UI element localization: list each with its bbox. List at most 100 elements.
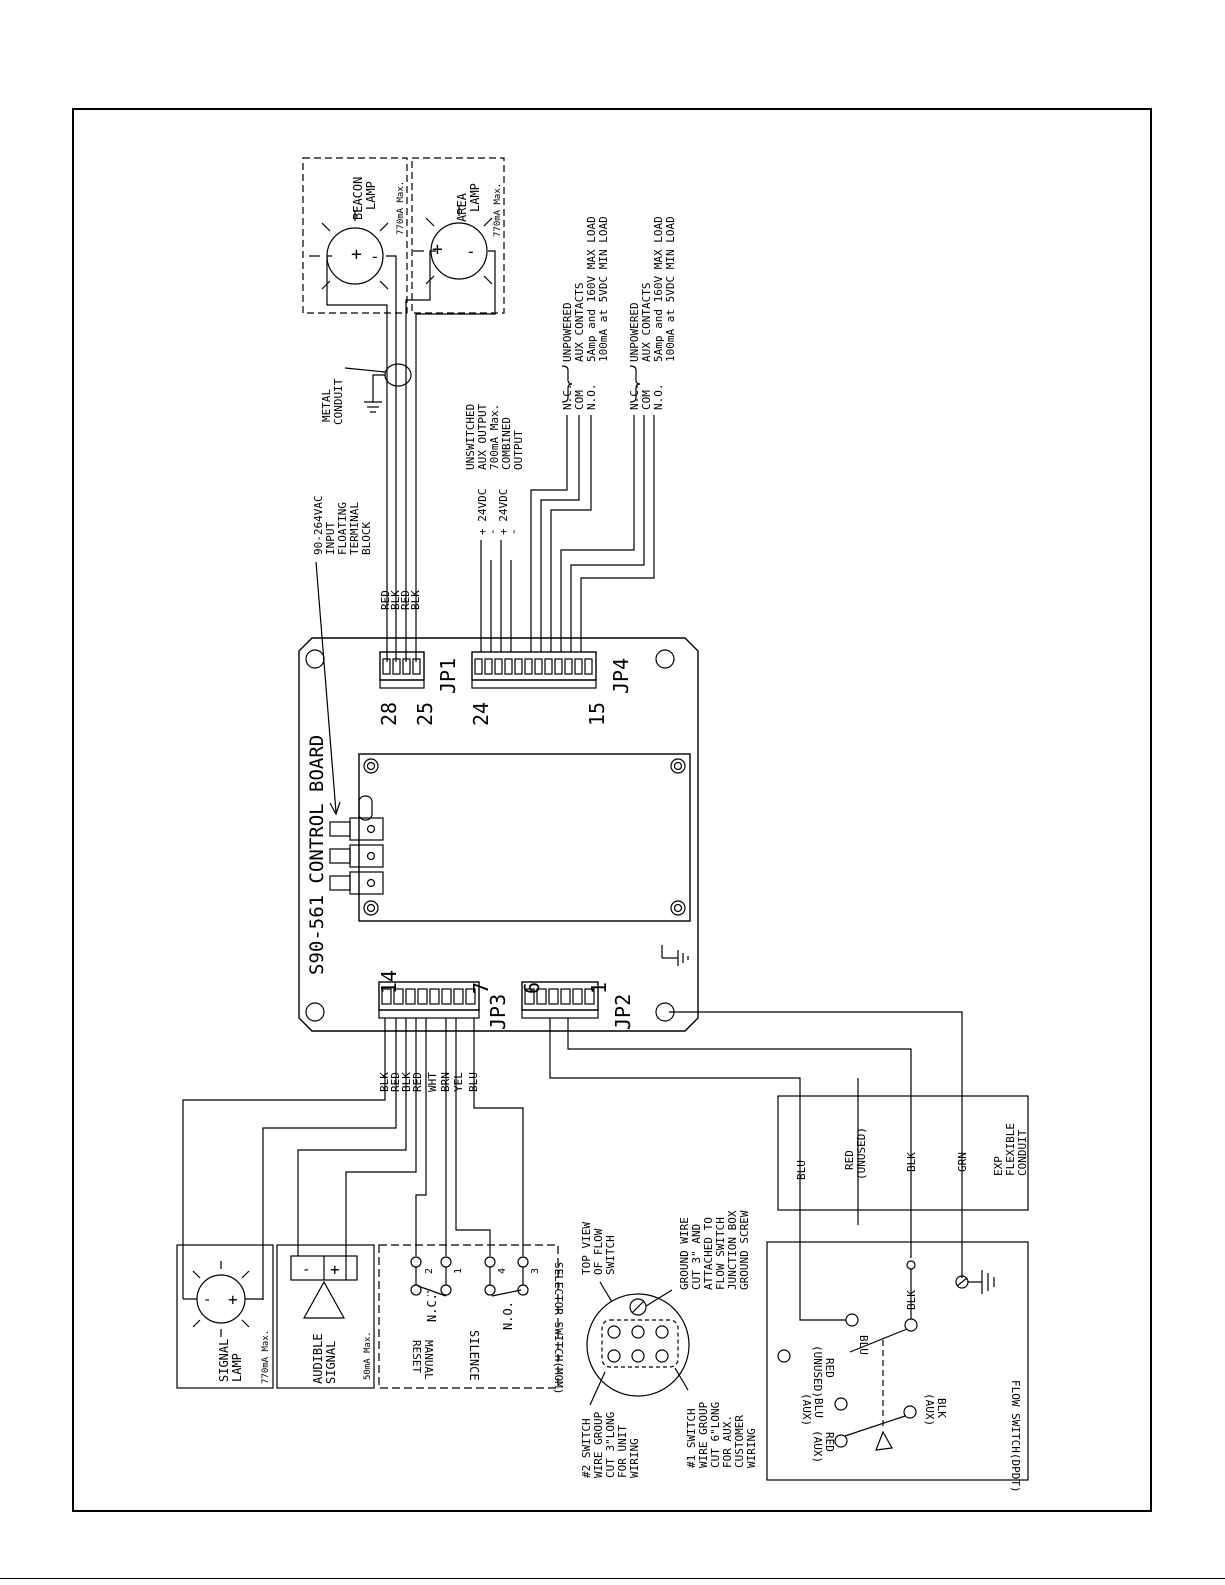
exp-conduit-2: FLEXIBLE [1004,1123,1017,1176]
jp1-wire-3: RED [399,590,412,610]
jp1-pin-lo: 25 [413,702,437,726]
jp3-wire-4: RED [411,1072,424,1092]
jp4-connector-pin [504,658,513,675]
jp2-connector-pin [524,988,535,1005]
exp-conduit-3: CONDUIT [1016,1129,1029,1176]
flow-blk: BLK [905,1290,918,1310]
jp4-connector-pin [574,658,583,675]
jp4-connector-pin [544,658,553,675]
jp4-connector-pin [514,658,523,675]
ground-note-5: JUNCTION BOX [726,1210,739,1290]
conduit-wire-red: RED [843,1150,856,1170]
jp4-pin-hi: 24 [469,702,493,726]
top-view-2: OF FLOW [592,1228,605,1275]
input-block-line-1: 90-264VAC [312,495,325,555]
jp1-wire-4: BLK [409,590,422,610]
group1-1: #1 SWITCH [685,1408,698,1468]
svg-text:+: + [351,244,362,265]
flow-aux-blk-1: BLK [935,1398,948,1418]
svg-text:+: + [330,1260,340,1279]
input-block-line-3: FLOATING [336,502,349,555]
svg-text:-: - [466,242,476,261]
area-lamp-name-1: AREA [455,192,469,222]
jp3-connector-pin [381,988,392,1005]
jp2-pin-hi: 6 [520,982,544,994]
ground-note-1: GROUND WIRE [678,1217,691,1290]
jp4-connector-base [471,679,597,689]
flow-aux-red-1: RED [823,1432,836,1452]
jp4-connector-pin [554,658,563,675]
page-bottom-rule [0,1578,1225,1579]
area-lamp-rating: 770mA Max. [493,183,503,237]
svg-text:-: - [203,1292,211,1308]
flow-switch-title: FLOW SWITCH(DPDT) [1009,1380,1022,1493]
signal-lamp-name-1: SIGNAL [217,1339,231,1382]
svg-text:-: - [370,247,380,266]
jp3-connector-pin [465,988,476,1005]
jp4-connector-pin [564,658,573,675]
conduit-wire-unused: (UNUSED) [855,1127,868,1180]
group1-5: CUSTOMER [733,1415,746,1468]
selector-term-1: 1 [453,1268,464,1274]
jp4-supply-3: + 24VDC [497,489,510,535]
svg-text:+: + [432,239,443,260]
jp1-wire-2: BLK [389,590,402,610]
jp1-pin-hi: 28 [377,702,401,726]
beacon-lamp: + - BEACON LAMP 770mA Max. [302,157,408,314]
jp2-connector-pin [584,988,595,1005]
jp3-wire-1: BLK [378,1072,391,1092]
input-block-line-4: TERMINAL [348,502,361,555]
jp3-wire-3: BLK [400,1072,413,1092]
jp4-note-5: OUTPUT [512,430,525,470]
jp4-supply-2: - [486,528,499,535]
jp4-contact-b-com: COM [640,390,653,410]
jp4-contact-a-no: N.O. [585,384,598,411]
group1-3: CUT 6"LONG [709,1402,722,1468]
silence-label: SILENCE [467,1330,481,1381]
board-ground-icon [661,945,689,966]
ground-note-4: FLOW SWITCH [714,1217,727,1290]
ground-note-6: GROUND SCREW [738,1210,751,1290]
flow-aux-blu-1: BLU [812,1398,825,1418]
top-view-3: SWITCH [604,1235,617,1275]
signal-lamp: - + SIGNAL LAMP 770mA Max. [176,1244,274,1389]
jp1-label: JP1 [436,658,460,694]
jp4-connector-pin [494,658,503,675]
jp3-connector [378,981,480,1019]
drawing-frame [72,108,1152,1512]
jp4-wires [480,415,655,652]
flow-switch-dpdt: BLK BLU RED (UNUSED) BLU (AUX) RED (AUX)… [766,1241,1029,1493]
jp3-wire-6: BRN [439,1072,452,1092]
input-block-label: 90-264VAC INPUT FLOATING TERMINAL BLOCK [312,495,373,816]
jp4-supply-4: - [507,528,520,535]
jp1-wire-1: RED [379,590,392,610]
conduit-wire-blu: BLU [795,1160,808,1180]
jp4-note-2: AUX OUTPUT [476,403,489,470]
contact-note-a-3: 5Amp and 160V MAX LOAD [585,216,598,362]
group2-2: WIRE GROUP [592,1411,605,1478]
jp2-connector-base [521,1009,599,1019]
jp2-wires [549,1011,963,1318]
metal-conduit-1: METAL [320,389,333,422]
jp4-note-4: COMBINED [500,417,513,470]
jp4-note-3: 700mA Max. [488,404,501,470]
jp3-connector-pin [453,988,464,1005]
contact-note-b-2: AUX CONTACTS [640,283,653,362]
jp4-connector-pin [474,658,483,675]
jp3-connector-pin [417,988,428,1005]
jp3-connector-pin [429,988,440,1005]
jp4-note-1: UNSWITCHED [464,404,477,470]
jp3-connector-pin [405,988,416,1005]
metal-conduit-2: CONDUIT [332,378,345,425]
jp2-connector-pin [548,988,559,1005]
signal-lamp-rating: 770mA Max. [261,1330,271,1384]
jp4-connector-pin [524,658,533,675]
jp2-label: JP2 [611,994,635,1030]
jp3-connector-pin [393,988,404,1005]
jp2-connector-pin [560,988,571,1005]
audible-rating: 50mA Max. [363,1331,373,1380]
jp3-wire-2: RED [389,1072,402,1092]
group2-3: CUT 3"LONG [604,1412,617,1478]
area-lamp: + - AREA LAMP 770mA Max. [411,157,505,314]
jp1-wires [326,250,496,662]
